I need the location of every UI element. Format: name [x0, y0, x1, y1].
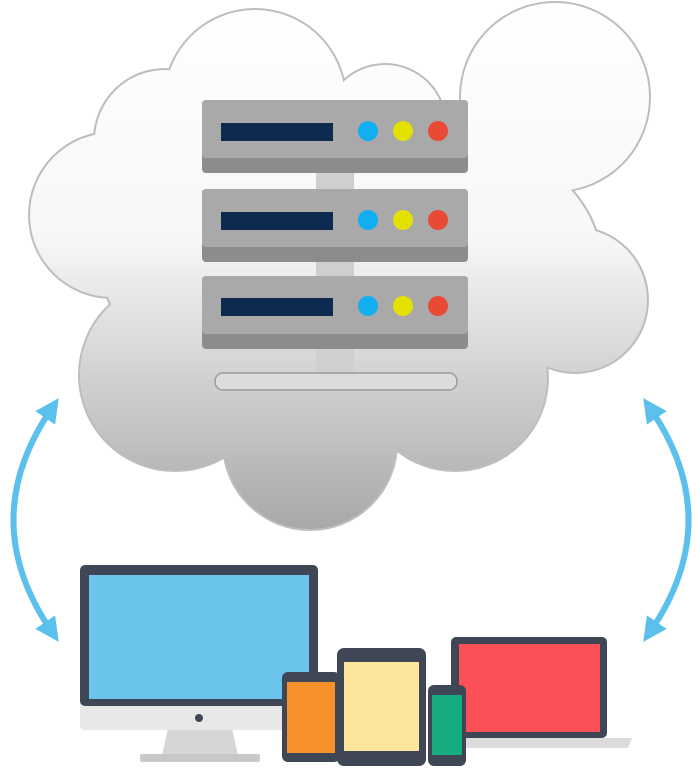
server-icon — [202, 100, 468, 391]
server-unit — [202, 276, 468, 349]
tablet-icon — [337, 648, 426, 766]
phone-icon — [428, 685, 466, 766]
laptop-icon — [440, 637, 632, 748]
desktop-icon — [80, 565, 318, 762]
tablet-icon — [282, 672, 340, 762]
sync-arrow-icon — [643, 398, 692, 642]
sync-arrow-icon — [10, 398, 59, 642]
server-unit — [202, 100, 468, 173]
server-unit — [202, 189, 468, 262]
